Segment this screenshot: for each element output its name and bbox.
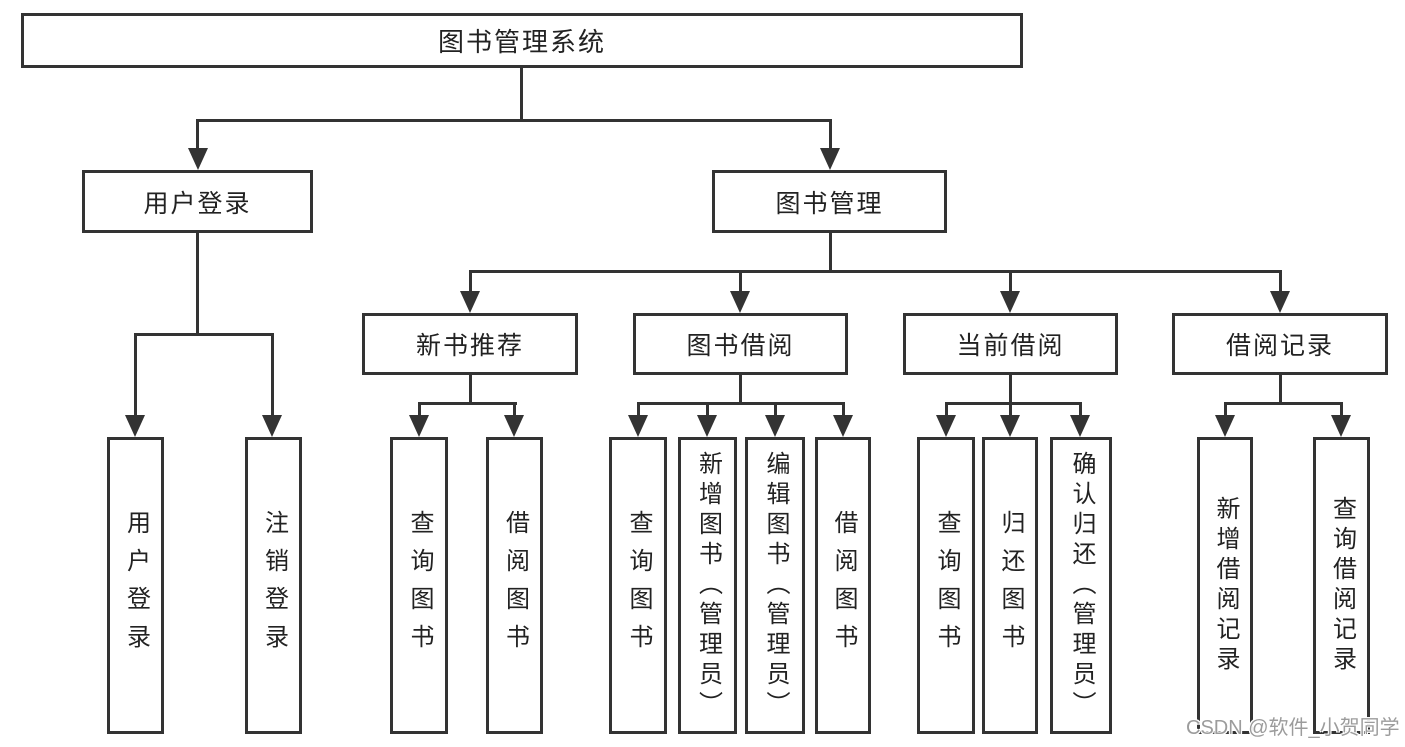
node-label: 新书推荐 bbox=[415, 332, 524, 360]
connector-line bbox=[1009, 375, 1012, 405]
leaf-recommend-borrow-book: 借阅图书 bbox=[486, 437, 543, 734]
connector-line bbox=[469, 270, 1282, 273]
leaf-borrow-query-book: 查询图书 bbox=[609, 437, 667, 734]
connector-line bbox=[1224, 402, 1227, 418]
connector-line bbox=[1224, 402, 1343, 405]
connector-line bbox=[418, 402, 421, 418]
connector-arrowhead bbox=[628, 415, 648, 437]
leaf-current-query-book: 查询图书 bbox=[917, 437, 975, 734]
leaf-current-confirm-return-admin: 确认归还（管理员） bbox=[1050, 437, 1112, 734]
node-book-borrow: 图书借阅 bbox=[633, 313, 848, 375]
connector-line bbox=[842, 402, 845, 418]
connector-arrowhead bbox=[936, 415, 956, 437]
connector-arrowhead bbox=[765, 415, 785, 437]
connector-arrowhead bbox=[1331, 415, 1351, 437]
leaf-user-login: 用户登录 bbox=[107, 437, 164, 734]
node-library-system: 图书管理系统 bbox=[21, 13, 1023, 68]
connector-line bbox=[469, 270, 472, 294]
connector-arrowhead bbox=[409, 415, 429, 437]
leaf-logout: 注销登录 bbox=[245, 437, 302, 734]
connector-line bbox=[513, 402, 516, 418]
node-label: 借阅图书 bbox=[830, 509, 857, 662]
node-label: 借阅图书 bbox=[501, 509, 529, 662]
connector-line bbox=[1009, 402, 1012, 418]
connector-line bbox=[637, 402, 845, 405]
node-label: 用户登录 bbox=[122, 509, 150, 662]
connector-line bbox=[829, 119, 832, 151]
node-label: 归还图书 bbox=[997, 509, 1024, 662]
connector-line bbox=[637, 402, 640, 418]
leaf-recommend-query-book: 查询图书 bbox=[390, 437, 448, 734]
leaf-borrow-borrow-book: 借阅图书 bbox=[815, 437, 871, 734]
connector-line bbox=[1009, 270, 1012, 294]
connector-arrowhead bbox=[1215, 415, 1235, 437]
node-label: 查询图书 bbox=[625, 509, 652, 662]
connector-arrowhead bbox=[1270, 291, 1290, 313]
leaf-borrow-edit-book-admin: 编辑图书（管理员） bbox=[745, 437, 805, 734]
node-label: 新增图书（管理员） bbox=[694, 450, 722, 721]
connector-arrowhead bbox=[833, 415, 853, 437]
connector-line bbox=[706, 402, 709, 418]
csdn-watermark: CSDN @软件_小贺同学 bbox=[1186, 717, 1400, 739]
connector-arrowhead bbox=[1000, 291, 1020, 313]
node-label: 编辑图书（管理员） bbox=[762, 450, 789, 721]
node-label: 确认归还（管理员） bbox=[1068, 450, 1095, 721]
connector-arrowhead bbox=[1000, 415, 1020, 437]
node-label: 新增借阅记录 bbox=[1212, 495, 1239, 676]
connector-arrowhead bbox=[460, 291, 480, 313]
node-user-login: 用户登录 bbox=[82, 170, 313, 233]
leaf-records-query: 查询借阅记录 bbox=[1313, 437, 1370, 734]
leaf-records-add: 新增借阅记录 bbox=[1197, 437, 1253, 734]
node-label: 查询借阅记录 bbox=[1328, 495, 1356, 676]
node-book-management: 图书管理 bbox=[712, 170, 947, 233]
connector-line bbox=[134, 333, 274, 336]
connector-line bbox=[739, 270, 742, 294]
node-label: 用户登录 bbox=[143, 189, 252, 218]
connector-arrowhead bbox=[504, 415, 524, 437]
node-label: 查询图书 bbox=[406, 509, 433, 662]
connector-arrowhead bbox=[188, 148, 208, 170]
connector-line bbox=[134, 333, 137, 417]
connector-line bbox=[196, 119, 199, 151]
connector-arrowhead bbox=[730, 291, 750, 313]
connector-arrowhead bbox=[262, 415, 282, 437]
connector-line bbox=[1279, 270, 1282, 294]
connector-line bbox=[469, 375, 472, 405]
node-current-borrow: 当前借阅 bbox=[903, 313, 1118, 375]
connector-line bbox=[271, 333, 274, 417]
connector-arrowhead bbox=[1070, 415, 1090, 437]
connector-line bbox=[196, 233, 199, 335]
leaf-borrow-add-book-admin: 新增图书（管理员） bbox=[678, 437, 737, 734]
node-label: 借阅记录 bbox=[1225, 332, 1334, 360]
node-label: 图书管理 bbox=[775, 189, 884, 218]
connector-arrowhead bbox=[125, 415, 145, 437]
node-label: 注销登录 bbox=[260, 509, 288, 662]
connector-line bbox=[418, 402, 517, 405]
node-label: 图书借阅 bbox=[686, 332, 795, 360]
node-label: 图书管理系统 bbox=[437, 27, 606, 57]
node-borrow-records: 借阅记录 bbox=[1172, 313, 1388, 375]
connector-arrowhead bbox=[820, 148, 840, 170]
connector-line bbox=[1079, 402, 1082, 418]
connector-arrowhead bbox=[697, 415, 717, 437]
leaf-current-return-book: 归还图书 bbox=[982, 437, 1038, 734]
connector-line bbox=[774, 402, 777, 418]
connector-line bbox=[945, 402, 948, 418]
connector-line bbox=[829, 233, 832, 273]
connector-line bbox=[945, 402, 1082, 405]
node-label: 查询图书 bbox=[933, 509, 960, 662]
connector-line bbox=[739, 375, 742, 405]
node-new-book-recommend: 新书推荐 bbox=[362, 313, 578, 375]
connector-line bbox=[1340, 402, 1343, 418]
connector-line bbox=[1279, 375, 1282, 405]
connector-line bbox=[520, 68, 523, 121]
node-label: 当前借阅 bbox=[956, 332, 1065, 360]
connector-line bbox=[196, 119, 832, 122]
